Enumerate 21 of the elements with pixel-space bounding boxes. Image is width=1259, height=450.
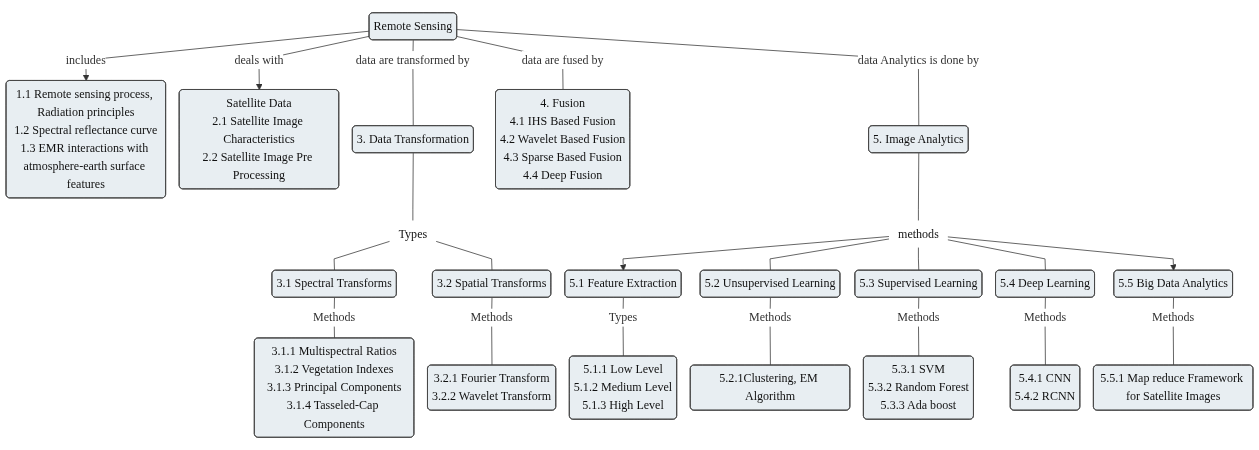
- edge-label: Methods: [1152, 310, 1195, 324]
- connector: [918, 152, 920, 221]
- connector: [947, 239, 1046, 271]
- edge-label: data Analytics is done by: [857, 53, 979, 67]
- node-text: methods: [898, 227, 939, 241]
- edge-label: Methods: [748, 310, 792, 324]
- connector: [769, 238, 890, 271]
- edge-label: Methods: [313, 310, 356, 324]
- edge-label: data are transformed by: [355, 53, 470, 67]
- edge-label: Methods: [470, 310, 513, 324]
- node-text: Types: [398, 227, 428, 241]
- edge-label: Types: [608, 310, 638, 324]
- edge-label: data are fused by: [521, 53, 604, 67]
- edge-label: includes: [65, 53, 106, 67]
- connector: [435, 241, 493, 271]
- edge-label: deals with: [234, 53, 284, 67]
- edge-label: Methods: [1023, 310, 1067, 324]
- connector: [412, 152, 414, 221]
- edge-label: Methods: [897, 310, 940, 324]
- connector: [333, 241, 390, 271]
- connector: [918, 247, 920, 271]
